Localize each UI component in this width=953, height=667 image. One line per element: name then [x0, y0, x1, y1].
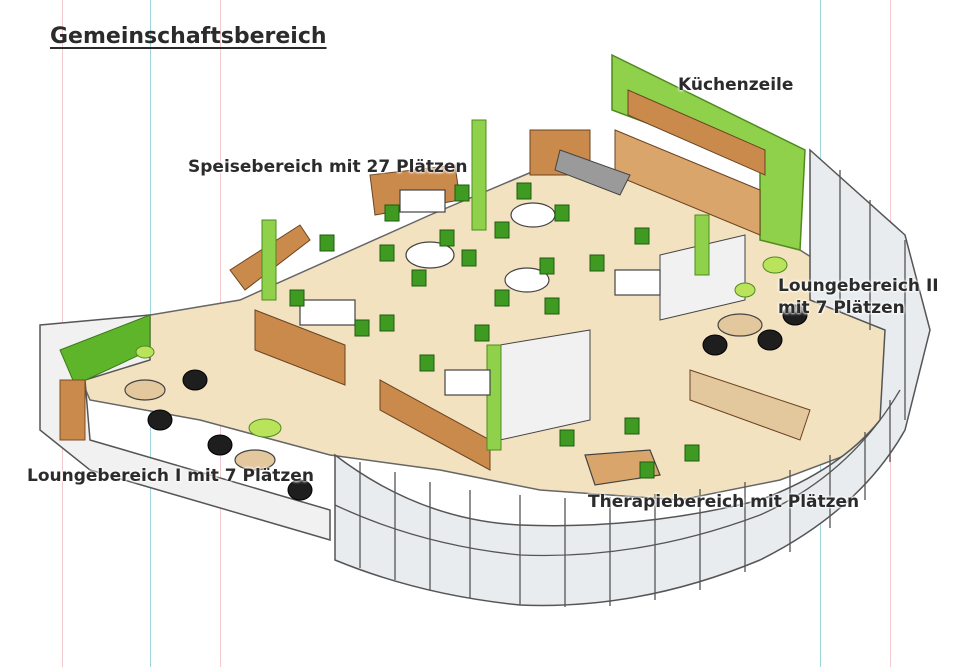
- pendant-lamps: [135, 256, 788, 438]
- kitchen-upper-cabinets: [627, 89, 766, 176]
- wood-bench: [59, 379, 86, 441]
- bar-counter: [554, 149, 631, 196]
- dining-area-label: Speisebereich mit 27 Plätzen: [188, 157, 468, 177]
- therapy-area-label: Therapiebereich mit Plätzen: [588, 492, 860, 512]
- wood-partition: [379, 379, 491, 471]
- black-lounge-chairs: [147, 304, 808, 501]
- page-title: Gemeinschaftsbereich: [50, 24, 327, 49]
- wood-partition: [254, 309, 346, 386]
- kitchen-counter: [614, 129, 761, 236]
- shelf-unit: [659, 234, 746, 321]
- round-tables: [124, 202, 763, 471]
- lounge-2-label: Loungebereich II: [778, 276, 939, 296]
- shelf-unit: [499, 329, 591, 441]
- kitchen-label: Küchenzeile: [678, 75, 794, 95]
- lounge-bench: [689, 369, 811, 441]
- green-chairs: [289, 182, 700, 479]
- facade-mullions: [334, 170, 906, 607]
- lounge-2-seats-label: mit 7 Plätzen: [778, 298, 905, 318]
- lounge-1-label: Loungebereich I mit 7 Plätzen: [27, 466, 314, 486]
